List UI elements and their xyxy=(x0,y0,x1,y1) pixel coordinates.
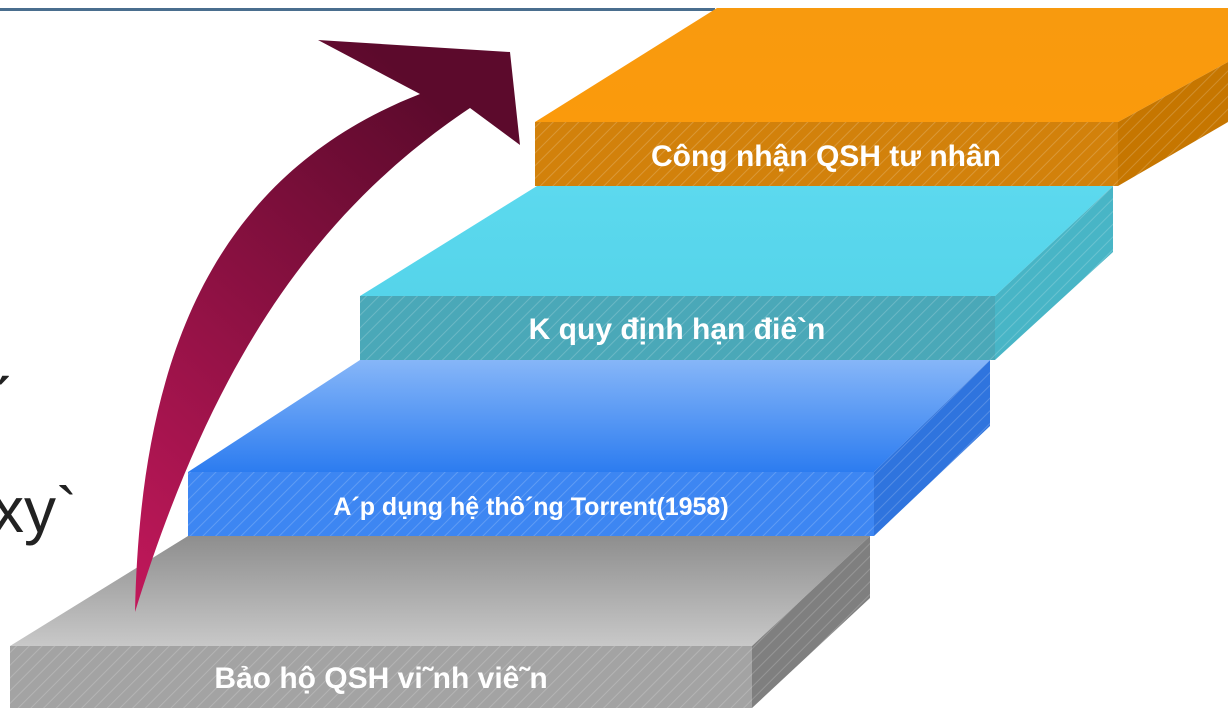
progress-arrow-icon xyxy=(135,40,520,612)
top-divider-line xyxy=(0,8,715,11)
step-2 xyxy=(188,360,990,536)
step-label-4: Công nhận QSH tư nhân xyxy=(651,140,1001,173)
step-3 xyxy=(360,186,1113,360)
step-label-2: A´p dụng hệ thô´ng Torrent(1958) xyxy=(333,493,728,521)
step-1 xyxy=(10,536,870,708)
step-label-1: Bảo hộ QSH vi˜nh viê˜n xyxy=(214,662,547,695)
side-text-fragment-1: ˊ xyxy=(0,364,14,436)
side-text-fragment-2: xy` xyxy=(0,474,78,546)
step-label-3: K quy định hạn điê`n xyxy=(529,313,826,346)
step-4 xyxy=(535,8,1228,186)
